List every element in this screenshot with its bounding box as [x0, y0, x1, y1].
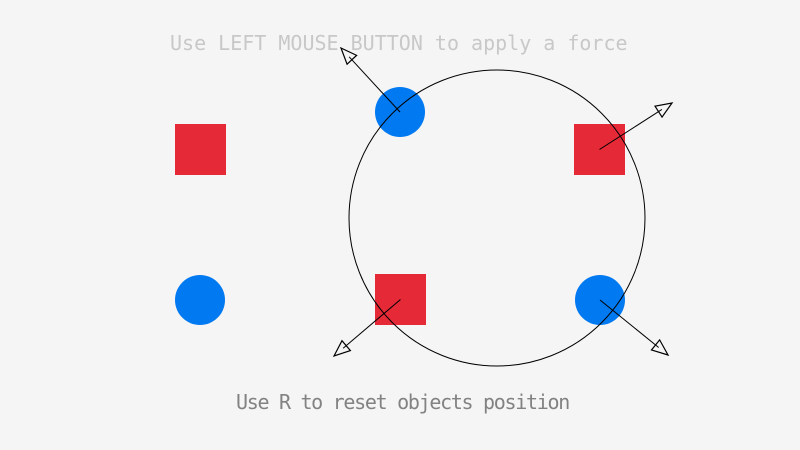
red-square-bottom-force-arrow-line [342, 299, 401, 349]
blue-circle-right-force-arrow-head [650, 338, 670, 357]
apply-force-hint: Use LEFT MOUSE BUTTON to apply a force [170, 31, 628, 55]
blue-circle-top-force-arrow-head [339, 46, 358, 66]
red-square-right-force-arrow-head [654, 102, 674, 119]
blue-circle-left[interactable] [175, 275, 225, 325]
red-square-bottom-force-arrow-head [332, 339, 352, 358]
boundary-circle [348, 69, 646, 367]
blue-circle-top-force-arrow-line [348, 56, 401, 113]
blue-circle-right-force-arrow-line [599, 299, 659, 348]
red-square-left[interactable] [175, 124, 226, 175]
red-square-right-force-arrow-line [599, 109, 663, 150]
reset-hint: Use R to reset objects position [236, 390, 570, 414]
